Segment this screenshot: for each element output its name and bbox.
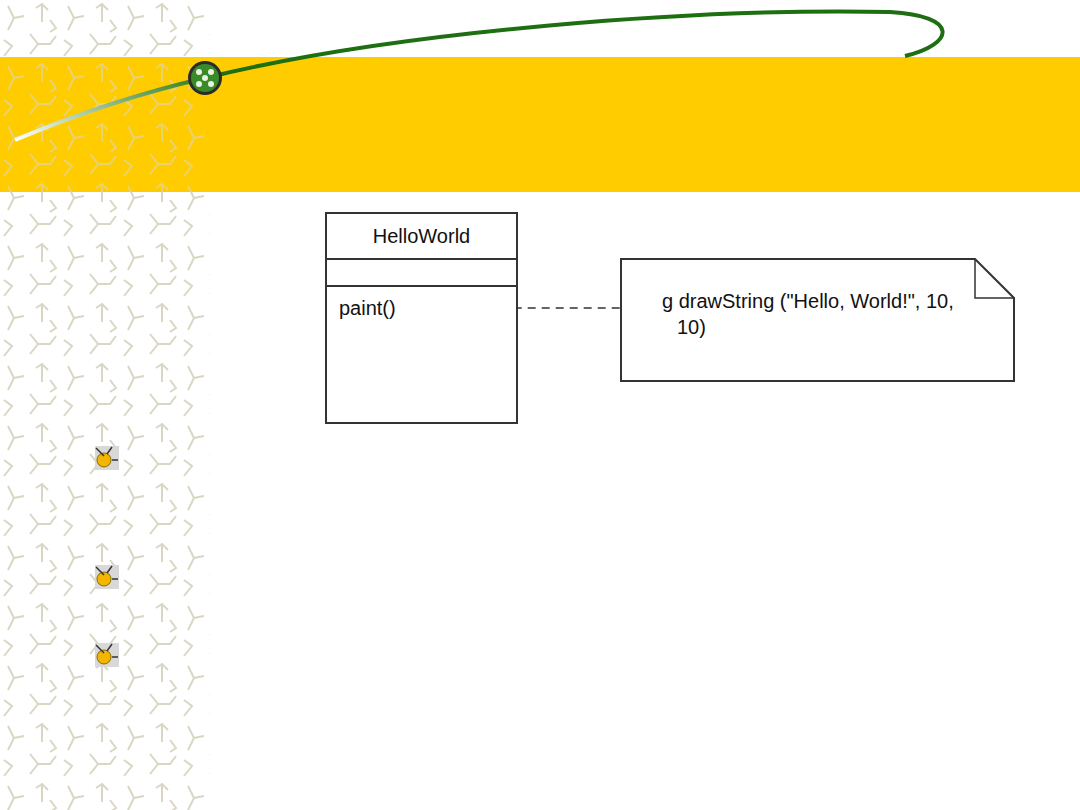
uml-note: g drawString ("Hello, World!", 10, 10) — [620, 258, 1015, 382]
swoosh-line — [205, 12, 943, 78]
band-pattern — [0, 57, 210, 192]
bullet-icon — [95, 565, 119, 589]
note-text: g drawString ("Hello, World!", 10, 10) — [662, 288, 967, 340]
swoosh-icon — [188, 61, 222, 95]
swoosh-tail — [15, 78, 205, 140]
title-band — [0, 57, 1080, 192]
bullet-icon — [95, 446, 119, 470]
uml-class-box: HelloWorld paint() — [325, 212, 518, 424]
pattern-strip — [0, 0, 210, 810]
bullet-icon — [95, 643, 119, 667]
attribute-compartment — [327, 260, 516, 287]
class-name: HelloWorld — [373, 223, 470, 249]
operation-name: paint() — [339, 295, 504, 321]
